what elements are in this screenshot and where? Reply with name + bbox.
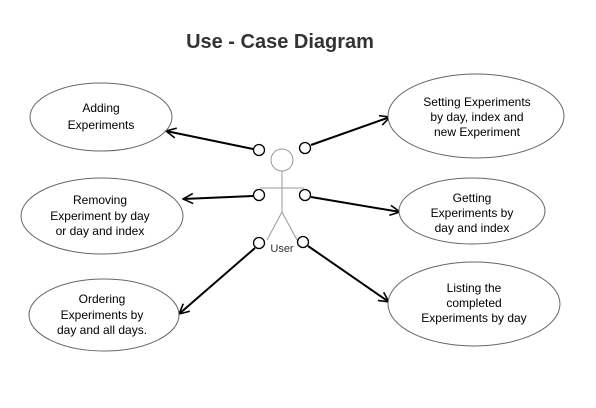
use-case-getting-line-2: Experiments by [431,206,514,220]
use-case-listing-line-3: Experiments by day [421,311,526,325]
port-adding [252,143,266,157]
actor-right-leg [281,211,298,241]
use-case-getting-line-3: day and index [435,221,510,235]
assoc-listing [307,245,389,302]
use-case-setting: Setting Experiments by day, index and ne… [387,73,565,159]
use-case-ordering-line-2: Experiments by [61,308,144,322]
use-case-listing-line-2: completed [446,296,501,310]
associations [166,117,400,314]
use-case-ordering-line-3: day and all days. [57,323,147,337]
use-case-getting: Getting Experiments by day and index [398,177,546,245]
use-case-setting-line-1: Setting Experiments [423,95,530,109]
actor-label: User [270,243,294,255]
actor-head [270,148,294,172]
assoc-ordering [179,247,256,314]
use-case-setting-line-3: new Experiment [434,125,521,139]
diagram-title: Use - Case Diagram [186,31,374,53]
use-case-adding-line-1: Adding [82,101,119,115]
assoc-setting [310,117,390,146]
use-case-removing-line-3: or day and index [56,224,145,238]
port-ordering [252,236,266,250]
use-case-ordering-line-1: Ordering [79,292,126,306]
port-removing [252,188,266,202]
use-case-adding: Adding Experiments [29,82,173,152]
use-case-getting-line-1: Getting [453,191,492,205]
use-case-setting-line-2: by day, index and [430,110,523,124]
assoc-adding [166,131,254,150]
assoc-getting [310,196,400,212]
use-case-removing-line-1: Removing [73,193,127,207]
port-getting [298,188,312,202]
use-case-removing-line-2: Experiment by day [50,209,149,223]
actor-left-leg [266,211,283,241]
use-case-removing: Removing Experiment by day or day and in… [20,177,184,255]
use-case-ordering: Ordering Experiments by day and all days… [28,278,180,352]
assoc-removing [183,196,254,199]
use-case-listing: Listing the completed Experiments by day [387,261,561,347]
port-listing [296,235,310,249]
use-case-adding-line-2: Experiments [68,118,135,132]
port-setting [298,141,312,155]
use-case-listing-line-1: Listing the [447,281,502,295]
actor-user: User [260,148,304,255]
